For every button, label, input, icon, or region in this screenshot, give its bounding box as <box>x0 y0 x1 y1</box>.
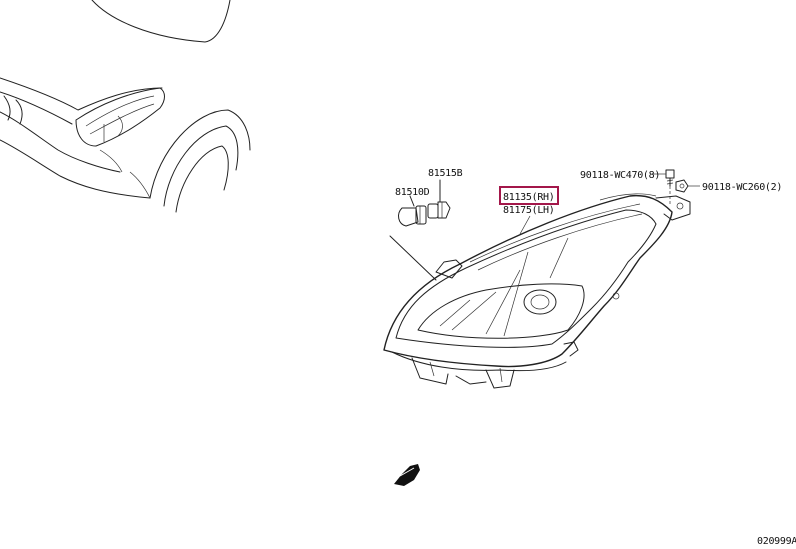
callout-90118-wc470[interactable]: 90118-WC470(8) <box>580 170 660 181</box>
headlamp-assembly <box>383 193 691 389</box>
front-direction-arrow-icon <box>394 464 420 486</box>
callout-81510d[interactable]: 81510D <box>395 187 430 198</box>
bulb-assembly-leader <box>389 235 437 281</box>
socket-81515b <box>427 201 451 219</box>
callout-81135-rh[interactable]: 81135(RH) <box>503 192 555 203</box>
callout-81175-lh[interactable]: 81175(LH) <box>503 205 555 216</box>
figure-code: 020999A <box>757 536 796 547</box>
leader-81510d <box>409 195 415 207</box>
callout-90118-wc260[interactable]: 90118-WC260(2) <box>702 182 782 193</box>
callout-81515b[interactable]: 81515B <box>428 168 463 179</box>
bulb-81510d <box>398 205 427 227</box>
vehicle-front-overview <box>0 0 251 213</box>
screw-90118-wc260 <box>675 179 689 193</box>
screw-90118-wc470 <box>665 169 675 187</box>
highlight-box-81135 <box>499 186 559 205</box>
